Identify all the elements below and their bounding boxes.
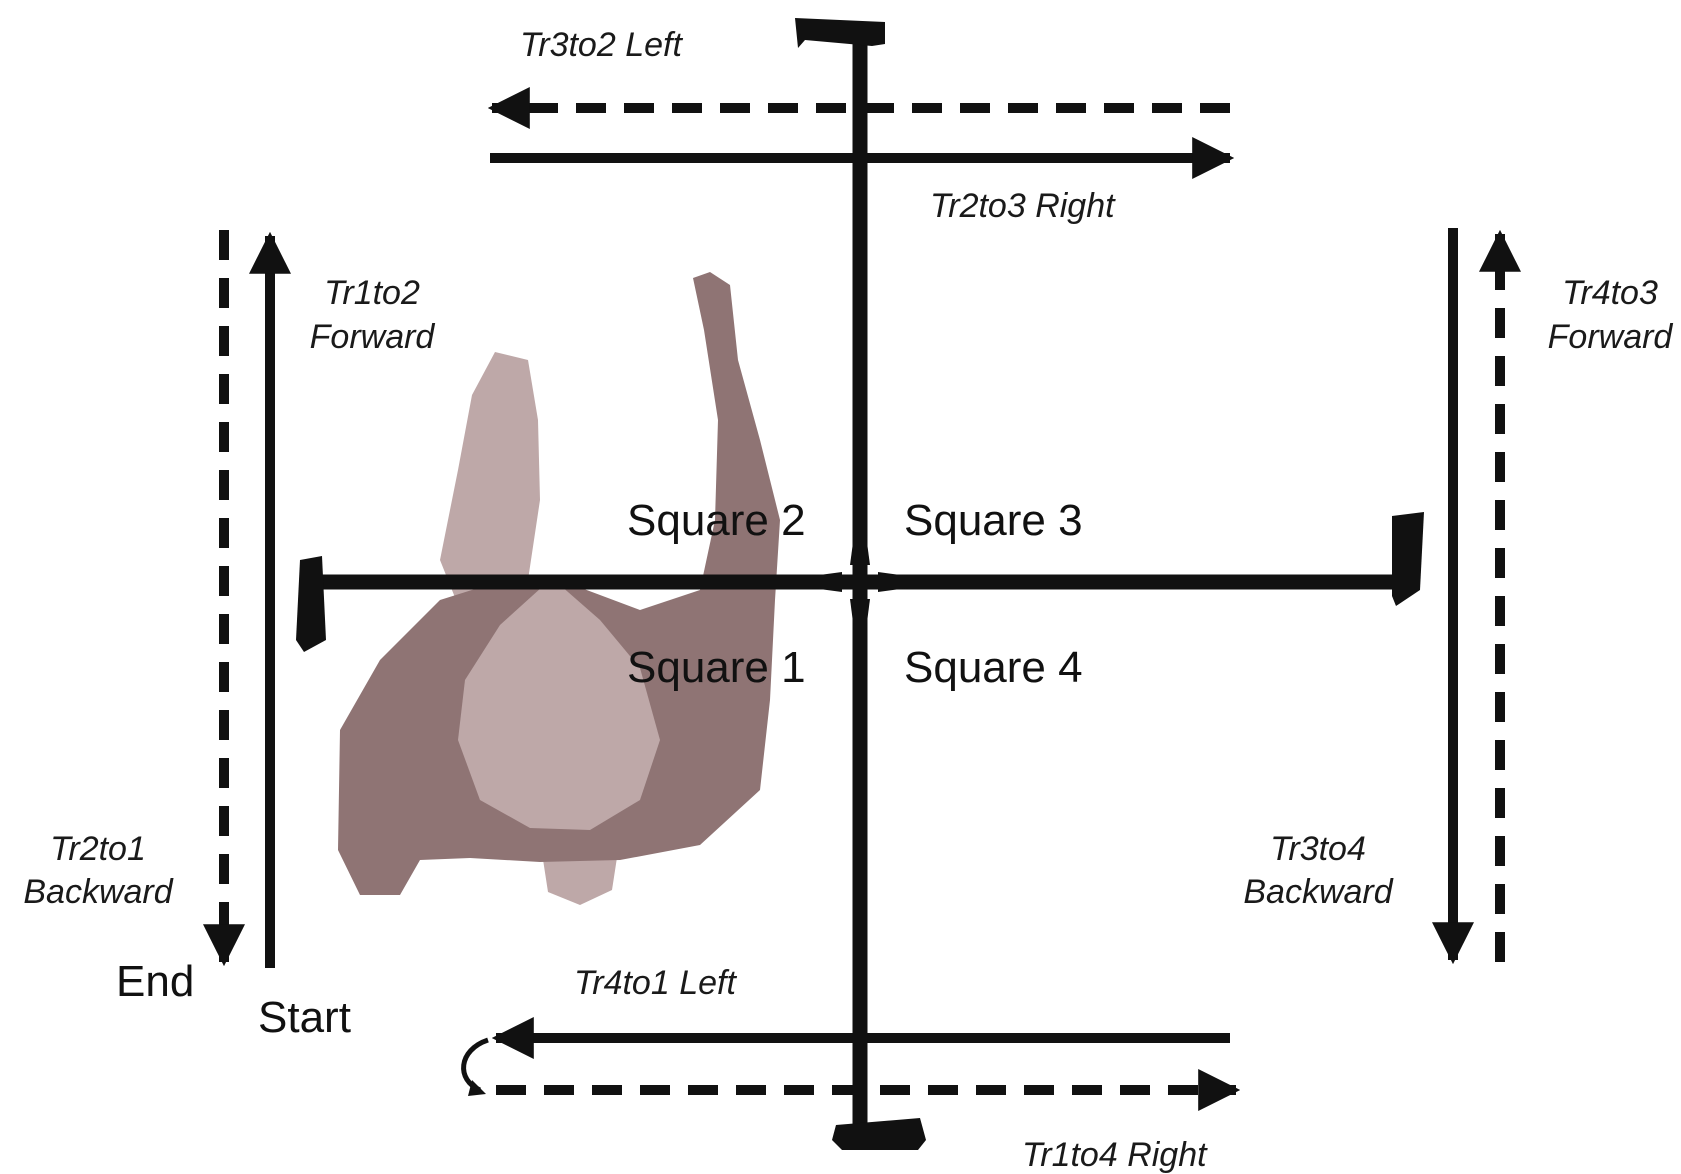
- end-label: End: [116, 957, 194, 1006]
- cross-grid: [296, 18, 1424, 1150]
- tr2to1-label-line2: Backward: [23, 873, 173, 911]
- person-rear-leg: [440, 352, 540, 610]
- square-4-label: Square 4: [904, 643, 1083, 692]
- tr3to4-label-line1: Tr3to4: [1270, 830, 1366, 868]
- turnaround-arrow: [464, 1040, 488, 1090]
- bottom-handle: [832, 1118, 926, 1150]
- tr1to2-label-line2: Forward: [310, 318, 436, 356]
- top-handle: [795, 18, 885, 48]
- square-3-label: Square 3: [904, 496, 1083, 545]
- square-2-label: Square 2: [627, 496, 806, 545]
- tr3to4-label-line2: Backward: [1243, 873, 1393, 911]
- tr1to2-label-line1: Tr1to2: [324, 274, 420, 312]
- tr4to3-label-line1: Tr4to3: [1562, 274, 1658, 312]
- tr3to2-label: Tr3to2 Left: [520, 26, 683, 64]
- tr4to1-label: Tr4to1 Left: [574, 964, 737, 1002]
- square-1-label: Square 1: [627, 643, 806, 692]
- tr1to4-label: Tr1to4 Right: [1022, 1136, 1208, 1174]
- tr2to1-label-line1: Tr2to1: [50, 830, 146, 868]
- tr4to3-label-line2: Forward: [1548, 318, 1674, 356]
- start-label: Start: [258, 993, 351, 1042]
- tr2to3-label: Tr2to3 Right: [930, 187, 1116, 225]
- right-handle: [1392, 512, 1424, 606]
- left-handle: [296, 556, 326, 652]
